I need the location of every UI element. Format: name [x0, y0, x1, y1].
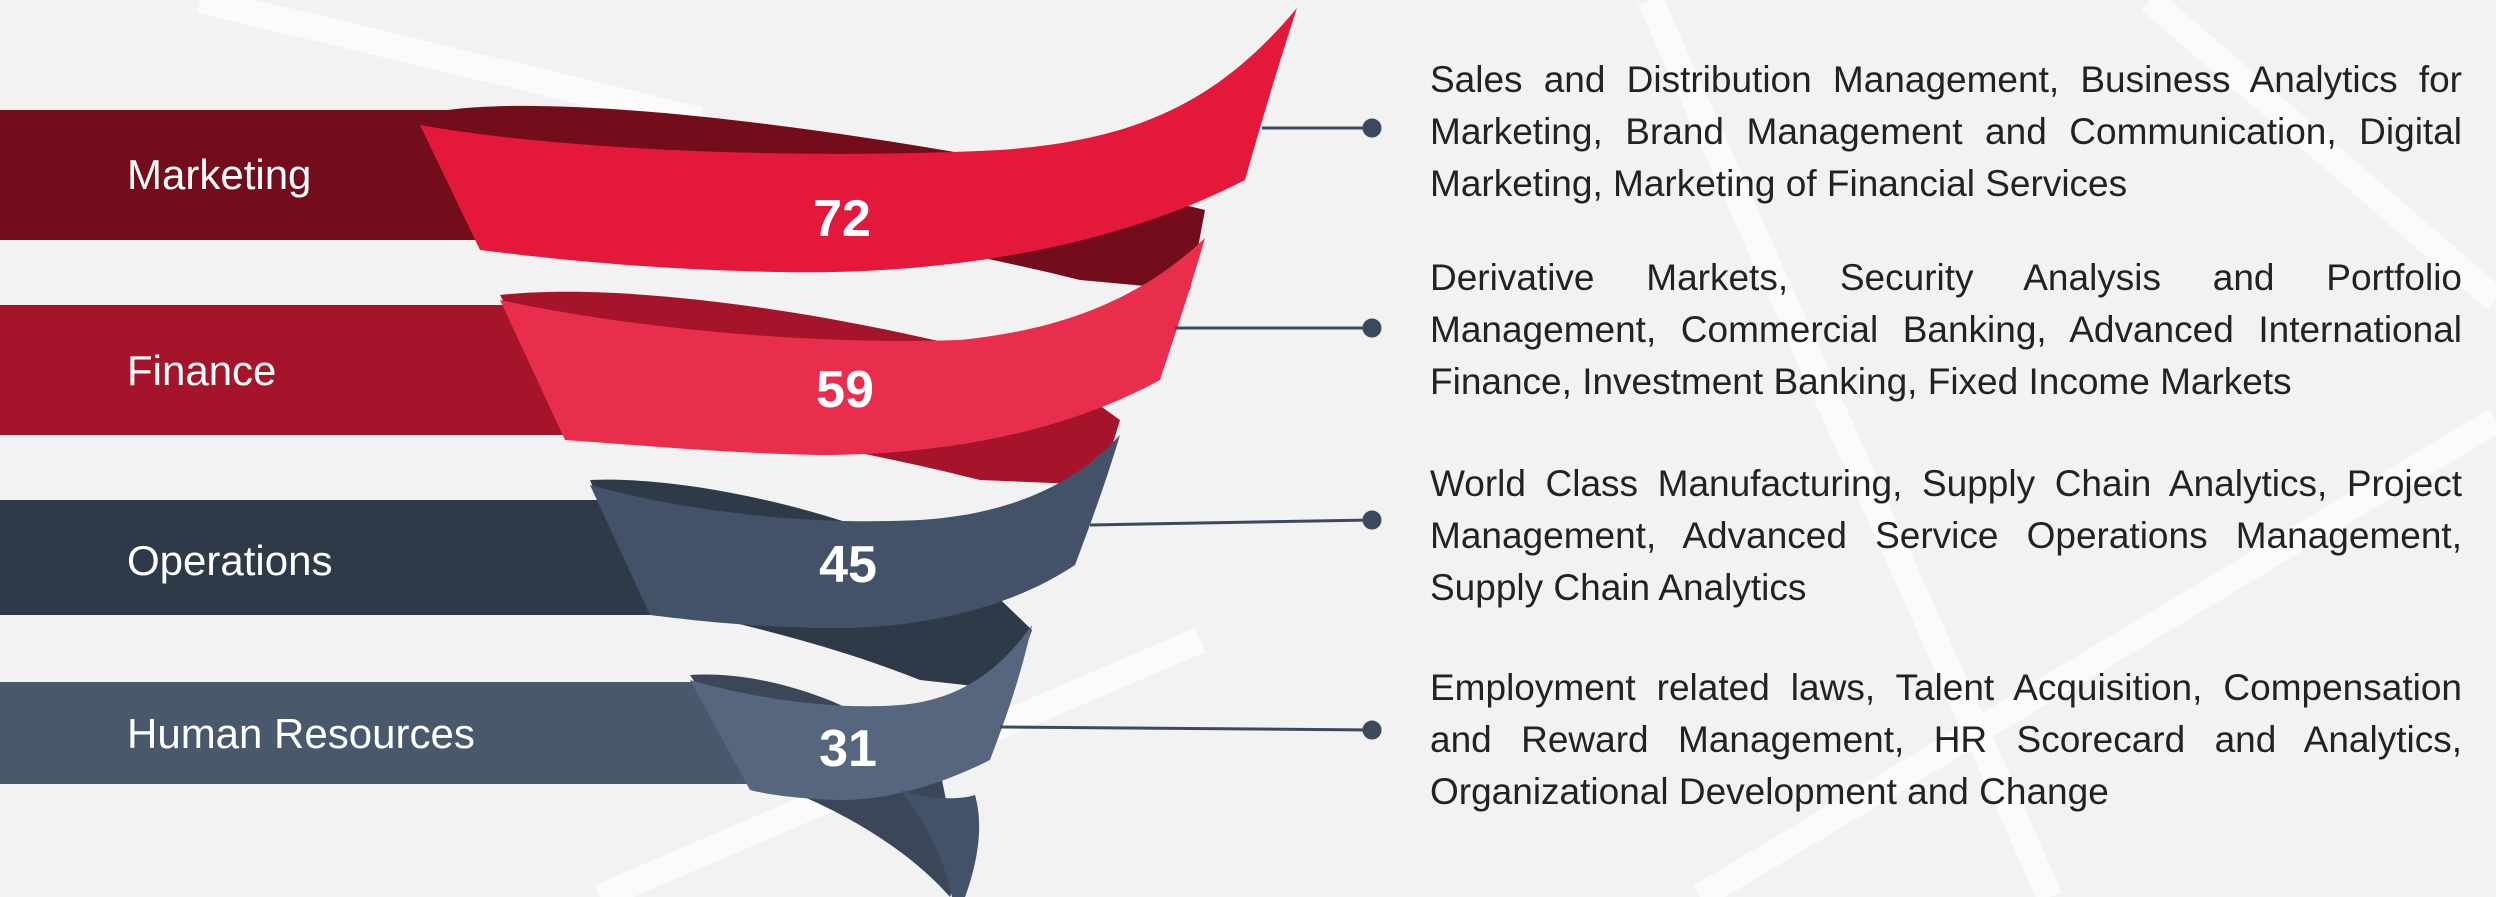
operations-value: 45 — [819, 536, 877, 594]
finance-value: 59 — [816, 361, 874, 419]
operations-label: Operations — [127, 537, 333, 584]
marketing-value: 72 — [813, 190, 871, 248]
operations-band — [0, 500, 700, 615]
operations-ribbon — [590, 435, 1120, 629]
marketing-ribbon — [420, 8, 1297, 273]
spiral-tail — [900, 790, 980, 897]
operations-description: World Class Manufacturing, Supply Chain … — [1430, 463, 2462, 608]
marketing-description: Sales and Distribution Management, Busin… — [1430, 59, 2462, 204]
human-resources-value: 31 — [819, 720, 877, 778]
hr-ribbon — [690, 625, 1032, 800]
finance-label: Finance — [127, 347, 277, 394]
finance-description: Derivative Markets, Security Analysis an… — [1430, 257, 2462, 402]
human-resources-description: Employment related laws, Talent Acquisit… — [1430, 667, 2462, 812]
marketing-label: Marketing — [127, 151, 312, 198]
hr-band — [0, 682, 760, 784]
finance-ribbon — [500, 238, 1205, 455]
human-resources-label: Human Resources — [127, 710, 475, 757]
connectors — [999, 118, 1382, 740]
